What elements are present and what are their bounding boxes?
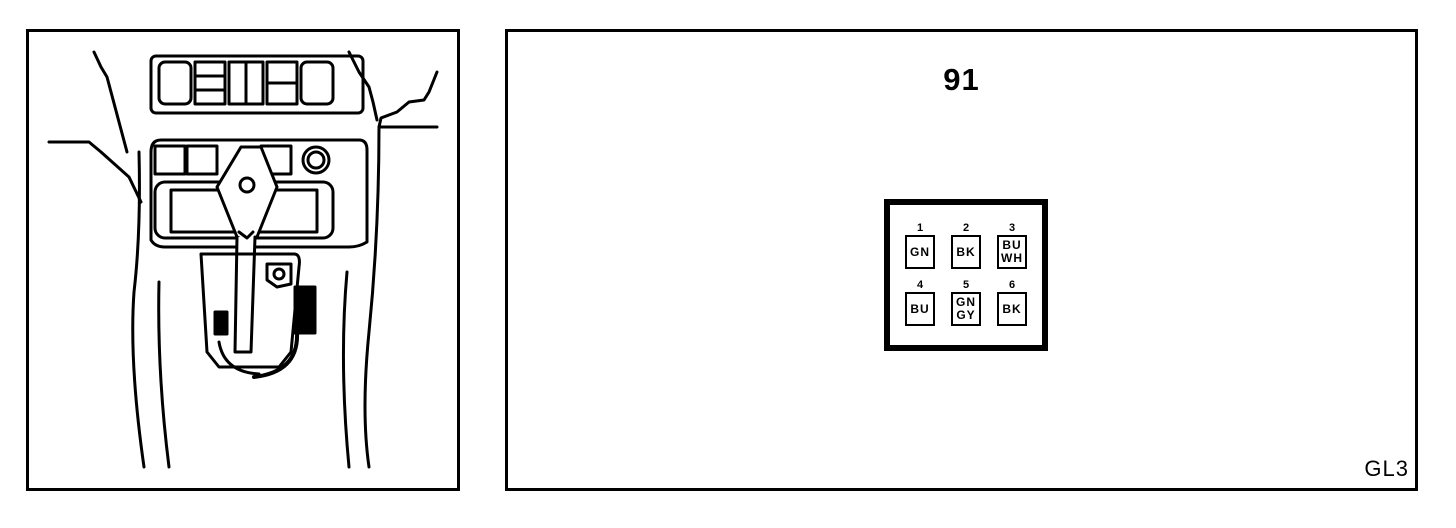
shifter-key-slot — [265, 262, 293, 289]
audio-button-1 — [193, 60, 227, 106]
leader-line-right — [377, 70, 439, 129]
gear-lever-shaft — [233, 235, 257, 354]
audio-knob-right — [299, 60, 335, 106]
gear-lever-button — [238, 176, 256, 194]
pin-color-2: BK — [956, 244, 976, 259]
pin-color-6: BK — [1002, 301, 1022, 316]
console-switch-1 — [153, 144, 187, 176]
gear-lever-handle — [215, 145, 279, 244]
figure-code: GL3 — [1364, 456, 1409, 481]
pin-number-3: 3 — [1008, 222, 1016, 234]
pin-number-4: 4 — [916, 279, 924, 291]
pin-color-4: BU — [910, 301, 930, 316]
shifter-cable-left — [217, 340, 261, 376]
pin-number-1: 1 — [916, 222, 924, 234]
console-location-illustration — [26, 29, 460, 491]
pin-color-1: GN — [910, 244, 930, 259]
console-right-outer — [363, 125, 381, 469]
pin-number-6: 6 — [1008, 279, 1016, 291]
shifter-indicator-right — [293, 285, 317, 335]
console-right-inner — [341, 270, 351, 469]
pin-4: BU — [905, 292, 935, 326]
audio-unit-outline — [149, 54, 365, 115]
dash-right-edge — [347, 50, 379, 122]
leader-line-left — [47, 140, 143, 204]
console-switch-2 — [185, 144, 219, 176]
shifter-indicator-left — [213, 310, 229, 336]
pin-1: GN — [905, 235, 935, 269]
pin-6: BK — [997, 292, 1027, 326]
pin-number-5: 5 — [962, 279, 970, 291]
audio-knob-left — [157, 60, 193, 106]
center-console-gear-selector-drawing — [47, 50, 439, 469]
dash-left-edge — [92, 50, 129, 154]
console-left-inner — [157, 280, 171, 469]
pin-number-2: 2 — [962, 222, 970, 234]
connector-number: 91 — [943, 62, 980, 97]
shifter-surround — [199, 252, 301, 369]
console-dial — [301, 145, 331, 175]
console-left-outer — [131, 150, 146, 469]
pin-2: BK — [951, 235, 981, 269]
shifter-cable-right — [252, 330, 300, 379]
console-top-panel — [149, 138, 369, 249]
